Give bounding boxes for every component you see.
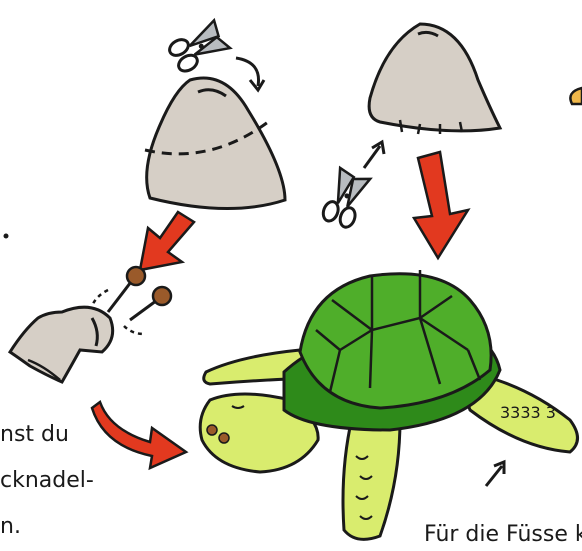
red-arrow-icon: [92, 402, 186, 468]
pin-icon: [130, 287, 171, 320]
instruction-text-line-1: nst du: [0, 424, 69, 446]
scissors-icon: [321, 168, 370, 230]
svg-text:3333 3: 3333 3: [500, 403, 556, 422]
turtle-illustration: 3333 3: [200, 270, 577, 539]
scissors-icon: [167, 19, 230, 75]
pinned-cone-piece: [10, 307, 113, 382]
caption-feet: Für die Füsse k: [424, 524, 582, 546]
instruction-text-line-3: n.: [0, 516, 21, 538]
red-arrow-icon: [140, 212, 194, 270]
egg-cup-cone: [369, 24, 500, 134]
instruction-text-line-2: cknadel-: [0, 470, 94, 492]
pin-icon: [108, 267, 145, 312]
curved-arrow-icon: [236, 58, 259, 86]
red-arrow-icon: [414, 152, 468, 258]
egg-cup-cone: [145, 78, 285, 209]
